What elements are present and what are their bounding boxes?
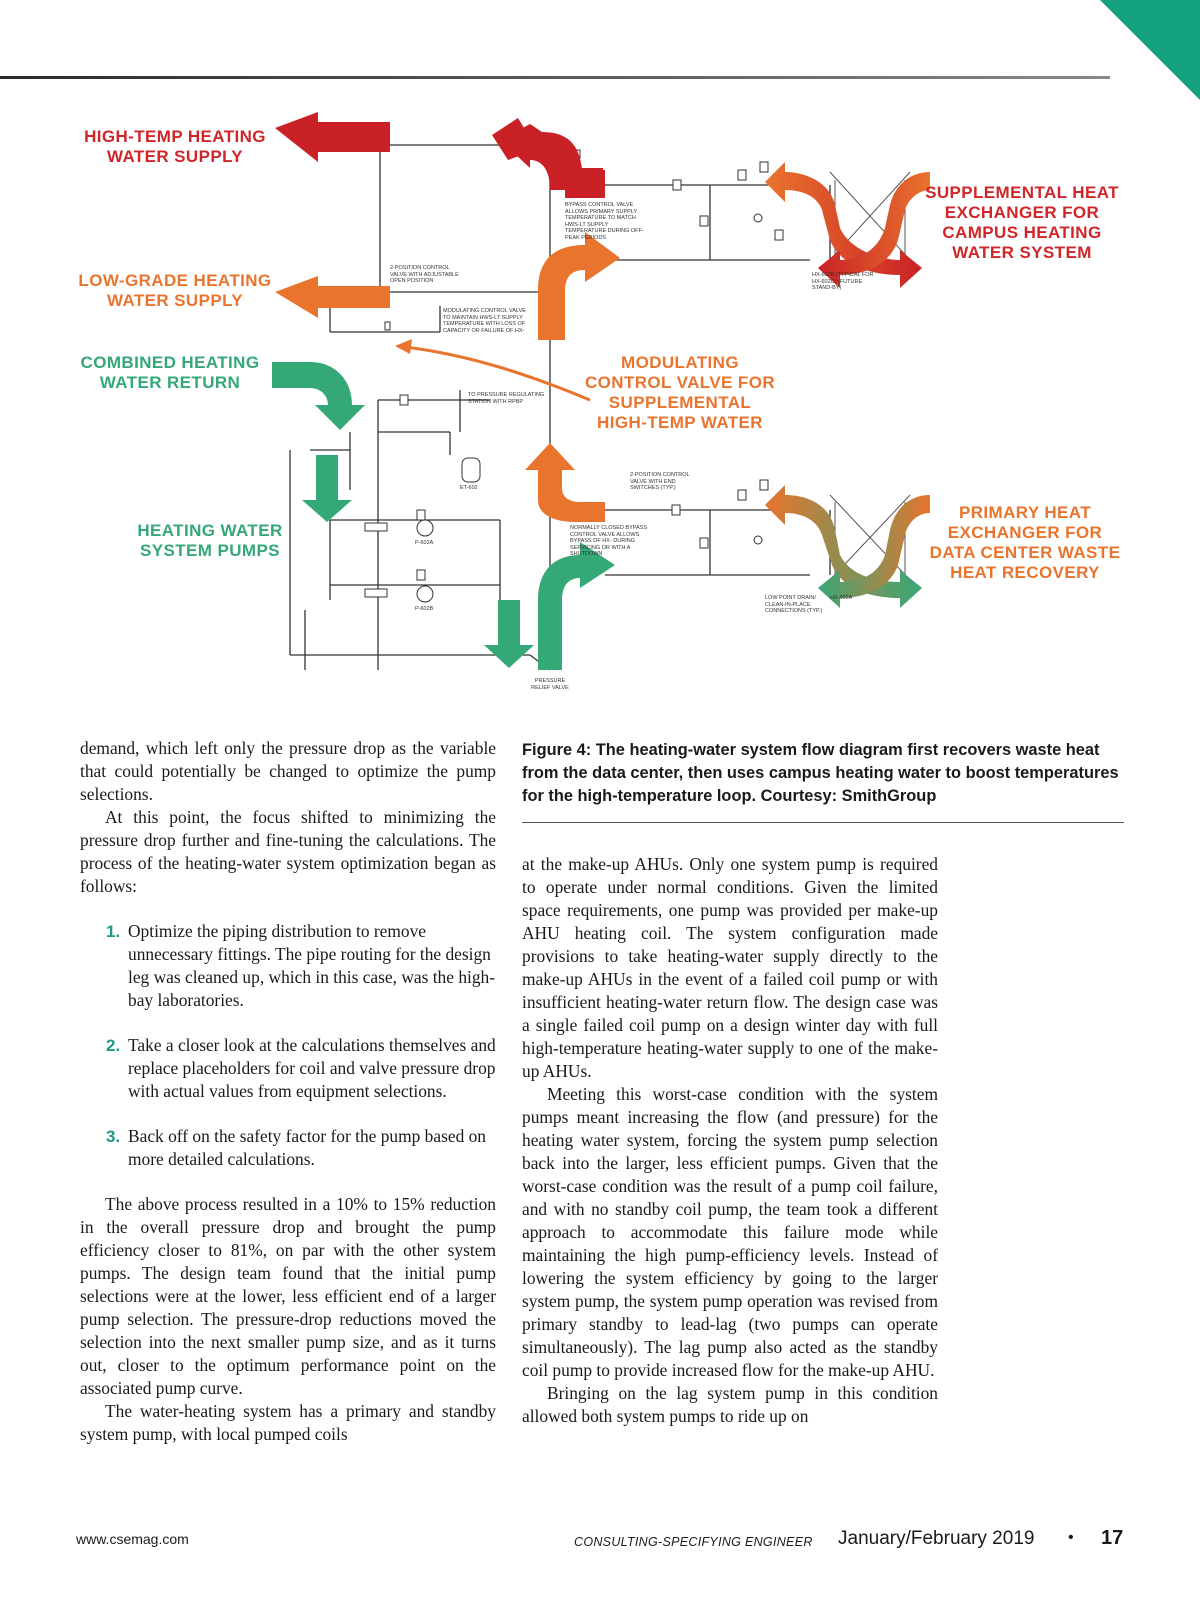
combined-return-arrow — [272, 362, 365, 430]
primary-label-line4: HEAT RECOVERY — [950, 563, 1100, 582]
diagram-svg — [272, 112, 930, 671]
pumps-label: HEATING WATER SYSTEM PUMPS — [130, 521, 290, 561]
equipment-symbols — [364, 149, 784, 603]
note-typical-for: HX-602B (TYPICAL FOR HX-602C) (FUTURE ST… — [812, 272, 874, 291]
modulating-label-line4: HIGH-TEMP WATER — [597, 413, 763, 432]
list-number: 1. — [106, 922, 121, 941]
high-temp-label-line2: WATER SUPPLY — [106, 147, 244, 166]
combined-label-line1: COMBINED HEATING — [80, 353, 260, 372]
flow-diagram: HIGH-TEMP HEATING WATER SUPPLY LOW-GRADE… — [60, 110, 1150, 720]
left-paragraph-1: demand, which left only the pressure dro… — [80, 738, 496, 804]
header-rule — [0, 76, 1110, 79]
note-normally-closed: NORMALLY CLOSED BYPASS CONTROL VALVE ALL… — [570, 525, 648, 557]
left-paragraph-4: The water-heating system has a primary a… — [80, 1401, 496, 1444]
right-column: at the make-up AHUs. Only one system pum… — [522, 853, 938, 1428]
modulating-label-line1: MODULATING — [621, 353, 739, 372]
modulating-label-line3: SUPPLEMENTAL — [608, 393, 752, 412]
note-bypass-valve: BYPASS CONTROL VALVE ALLOWS PRIMARY SUPP… — [565, 202, 644, 241]
note-pressure-relief: PRESSURE RELIEF VALVE — [531, 678, 569, 691]
list-text: Back off on the safety factor for the pu… — [128, 1126, 487, 1169]
left-paragraph-3: The above process resulted in a 10% to 1… — [80, 1194, 496, 1398]
supplemental-hx-arrow-left — [765, 162, 922, 288]
low-grade-arrow — [275, 276, 390, 318]
high-temp-label-line1: HIGH-TEMP HEATING — [84, 127, 266, 146]
primary-hx-label: PRIMARY HEAT EXCHANGER FOR DATA CENTER W… — [922, 503, 1128, 583]
caption-rule — [522, 822, 1124, 823]
note-two-position-end: 2-POSITION CONTROL VALVE WITH END SWITCH… — [630, 472, 690, 491]
list-text: Take a closer look at the calculations t… — [128, 1035, 496, 1101]
right-paragraph-3: Bringing on the lag system pump in this … — [522, 1383, 938, 1426]
footer-magazine: CONSULTING-SPECIFYING ENGINEER — [574, 1535, 813, 1549]
note-two-position: 2-POSITION CONTROL VALVE WITH ADJUSTABLE… — [390, 265, 459, 284]
footer-bullet: • — [1068, 1529, 1074, 1546]
orange-elbow-arrow — [538, 232, 620, 340]
modulating-label-line2: CONTROL VALVE FOR — [584, 373, 776, 392]
supplemental-hx-arrow-right — [818, 172, 930, 288]
primary-label-line3: DATA CENTER WASTE — [929, 543, 1121, 562]
pressure-down-arrow — [484, 600, 534, 668]
list-number: 2. — [106, 1036, 121, 1055]
figure-caption: Figure 4: The heating-water system flow … — [522, 741, 1119, 805]
note-et-602: ET-602 — [460, 485, 478, 491]
pump-down-arrow — [302, 455, 352, 522]
orange-up-arrow — [525, 443, 605, 522]
note-p-602a: P-602A — [415, 540, 434, 546]
primary-label-line1: PRIMARY HEAT — [959, 503, 1091, 522]
low-grade-label-line2: WATER SUPPLY — [106, 291, 244, 310]
list-number: 3. — [106, 1127, 121, 1146]
modulating-pointer — [404, 345, 591, 402]
footer-issue: January/February 2019 — [838, 1528, 1035, 1549]
supplemental-label-line2: EXCHANGER FOR — [944, 203, 1100, 222]
note-p-602b: P-602B — [415, 606, 434, 612]
note-hx-602a: HX-602A — [830, 595, 853, 601]
low-grade-label-line1: LOW-GRADE HEATING — [78, 271, 272, 290]
combined-return-label: COMBINED HEATING WATER RETURN — [70, 353, 270, 393]
footer-url[interactable]: www.csemag.com — [76, 1531, 189, 1547]
supplemental-label-line1: SUPPLEMENTAL HEAT — [925, 183, 1119, 202]
modulating-pointer-head — [395, 339, 412, 354]
low-grade-label: LOW-GRADE HEATING WATER SUPPLY — [70, 271, 280, 311]
pumps-label-line1: HEATING WATER — [137, 521, 283, 540]
supplemental-label-line4: WATER SYSTEM — [952, 243, 1092, 262]
right-paragraph-1: at the make-up AHUs. Only one system pum… — [522, 854, 938, 1081]
red-supply-stub — [565, 170, 605, 198]
supplemental-hx-label: SUPPLEMENTAL HEAT EXCHANGER FOR CAMPUS H… — [922, 183, 1122, 263]
modulating-label: MODULATING CONTROL VALVE FOR SUPPLEMENTA… — [580, 353, 780, 433]
pumps-label-line2: SYSTEM PUMPS — [140, 541, 280, 560]
note-pressure-reg: TO PRESSURE REGULATING STATION WITH RPBP — [468, 392, 545, 405]
corner-accent — [1100, 0, 1200, 100]
primary-hx-arrow-left — [765, 485, 922, 608]
list-item: 1. Optimize the piping distribution to re… — [80, 920, 496, 1012]
high-temp-arrow — [275, 112, 390, 162]
red-elbow-arrow-body — [500, 124, 583, 190]
right-paragraph-2: Meeting this worst-case condition with t… — [522, 1084, 938, 1380]
combined-label-line2: WATER RETURN — [99, 373, 241, 392]
list-item: 2. Take a closer look at the calculations… — [80, 1034, 496, 1103]
note-modulating: MODULATING CONTROL VALVE TO MAINTAIN HWS… — [443, 308, 526, 334]
primary-hx-arrow-right — [818, 495, 930, 608]
left-column: demand, which left only the pressure dro… — [80, 737, 496, 1446]
supplemental-label-line3: CAMPUS HEATING — [942, 223, 1102, 242]
page-number: 17 — [1101, 1527, 1124, 1549]
note-low-point: LOW POINT DRAIN/ CLEAN-IN-PLACE CONNECTI… — [765, 595, 823, 614]
primary-label-line2: EXCHANGER FOR — [947, 523, 1103, 542]
high-temp-label: HIGH-TEMP HEATING WATER SUPPLY — [75, 127, 275, 167]
list-item: 3. Back off on the safety factor for the … — [80, 1125, 496, 1171]
green-elbow-arrow — [538, 542, 615, 670]
list-text: Optimize the piping distribution to remo… — [128, 921, 496, 1010]
left-paragraph-2: At this point, the focus shifted to mini… — [80, 807, 496, 896]
optimization-steps-list: 1. Optimize the piping distribution to re… — [80, 920, 496, 1171]
